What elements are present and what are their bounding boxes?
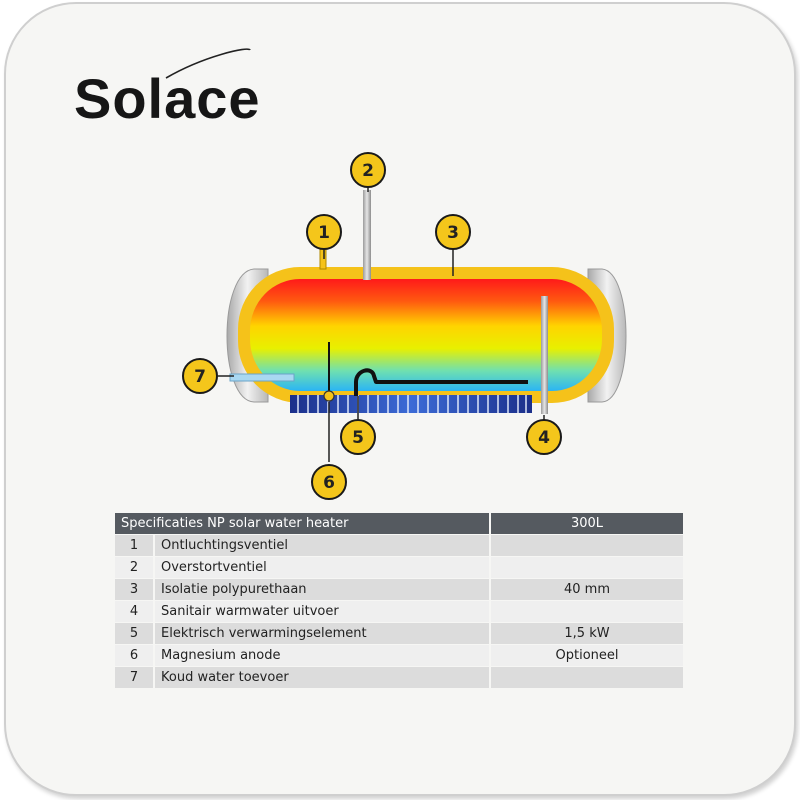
row-number: 5 bbox=[115, 623, 155, 644]
table-row: 3 Isolatie polypurethaan 40 mm bbox=[115, 579, 683, 600]
row-number: 3 bbox=[115, 579, 155, 600]
spec-table: Specificaties NP solar water heater 300L… bbox=[115, 512, 683, 689]
row-value bbox=[491, 601, 683, 622]
row-number: 1 bbox=[115, 535, 155, 556]
row-number: 7 bbox=[115, 667, 155, 688]
row-label: Isolatie polypurethaan bbox=[155, 579, 491, 600]
heating-element bbox=[354, 368, 528, 396]
brand-name: Solace bbox=[74, 67, 261, 130]
callout-4: 4 bbox=[526, 419, 562, 455]
row-value bbox=[491, 557, 683, 578]
brand-logo: Solace bbox=[74, 44, 334, 144]
table-row: 6 Magnesium anode Optioneel bbox=[115, 645, 683, 666]
tank-inner bbox=[250, 279, 602, 391]
row-label: Ontluchtingsventiel bbox=[155, 535, 491, 556]
row-label: Overstortventiel bbox=[155, 557, 491, 578]
row-label: Koud water toevoer bbox=[155, 667, 491, 688]
row-value: Optioneel bbox=[491, 645, 683, 666]
callout-2: 2 bbox=[350, 152, 386, 188]
table-row: 1 Ontluchtingsventiel bbox=[115, 535, 683, 556]
row-number: 6 bbox=[115, 645, 155, 666]
row-number: 4 bbox=[115, 601, 155, 622]
logo-swoosh-icon bbox=[165, 48, 251, 79]
air-vent-valve bbox=[319, 248, 327, 270]
svg-text:6: 6 bbox=[323, 473, 335, 493]
svg-text:2: 2 bbox=[362, 161, 374, 181]
svg-text:3: 3 bbox=[447, 223, 459, 243]
row-value: 40 mm bbox=[491, 579, 683, 600]
spec-table-header: Specificaties NP solar water heater 300L bbox=[115, 513, 683, 534]
spec-header-label: Specificaties NP solar water heater bbox=[115, 513, 491, 534]
row-value: 1,5 kW bbox=[491, 623, 683, 644]
callout-3: 3 bbox=[435, 214, 471, 250]
table-row: 7 Koud water toevoer bbox=[115, 667, 683, 688]
row-value bbox=[491, 667, 683, 688]
hot-water-outlet-pipe bbox=[541, 296, 548, 414]
row-number: 2 bbox=[115, 557, 155, 578]
svg-text:5: 5 bbox=[352, 428, 364, 448]
svg-text:1: 1 bbox=[318, 223, 330, 243]
table-row: 5 Elektrisch verwarmingselement 1,5 kW bbox=[115, 623, 683, 644]
callout-6: 6 bbox=[311, 464, 347, 500]
row-label: Magnesium anode bbox=[155, 645, 491, 666]
row-label: Sanitair warmwater uitvoer bbox=[155, 601, 491, 622]
water-heater-diagram: 1 2 3 4 5 6 7 bbox=[182, 152, 627, 500]
overflow-valve-pipe bbox=[363, 190, 371, 280]
row-value bbox=[491, 535, 683, 556]
spec-header-value: 300L bbox=[491, 513, 683, 534]
callout-5: 5 bbox=[340, 419, 376, 455]
callout-1: 1 bbox=[306, 214, 342, 250]
svg-text:4: 4 bbox=[538, 428, 550, 448]
table-row: 4 Sanitair warmwater uitvoer bbox=[115, 601, 683, 622]
heating-coil bbox=[290, 395, 532, 413]
svg-text:7: 7 bbox=[194, 367, 206, 387]
product-card: Solace bbox=[4, 2, 796, 796]
callout-7: 7 bbox=[182, 358, 218, 394]
cold-water-inlet-pipe bbox=[229, 373, 295, 382]
table-row: 2 Overstortventiel bbox=[115, 557, 683, 578]
row-label: Elektrisch verwarmingselement bbox=[155, 623, 491, 644]
